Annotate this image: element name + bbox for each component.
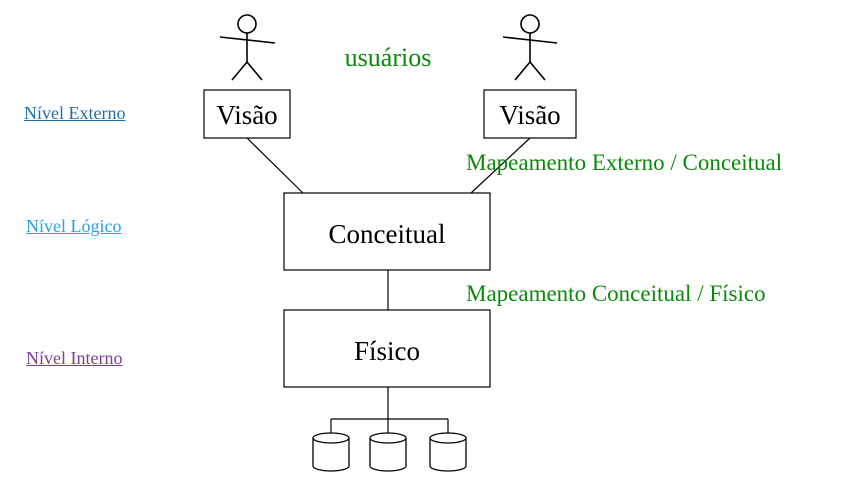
connector-left-view: [246, 137, 304, 194]
disk-icon: [312, 432, 350, 472]
view-box-left: [203, 89, 291, 139]
physical-box-label: Físico: [354, 336, 420, 366]
connector-right-view: [470, 137, 531, 194]
level-internal-link[interactable]: Nível Interno: [26, 348, 123, 368]
disk-icon: [429, 432, 467, 472]
physical-box: [283, 309, 491, 388]
storage-connectors: [330, 387, 449, 433]
level-logical-link[interactable]: Nível Lógico: [26, 216, 122, 236]
conceptual-box: [283, 192, 491, 271]
view-box-right-label: Visão: [499, 100, 560, 130]
level-external-link[interactable]: Nível Externo: [24, 103, 126, 123]
users-label: usuários: [345, 43, 432, 72]
user-figure-right: [502, 14, 558, 81]
mapping-conceptual-physical: Mapeamento Conceitual / Físico: [466, 281, 766, 306]
user-figure-left: [219, 14, 276, 81]
view-box-left-label: Visão: [216, 100, 277, 130]
disk-icon: [369, 432, 407, 472]
conceptual-box-label: Conceitual: [329, 219, 446, 249]
mapping-external-conceptual: Mapeamento Externo / Conceitual: [466, 150, 782, 175]
